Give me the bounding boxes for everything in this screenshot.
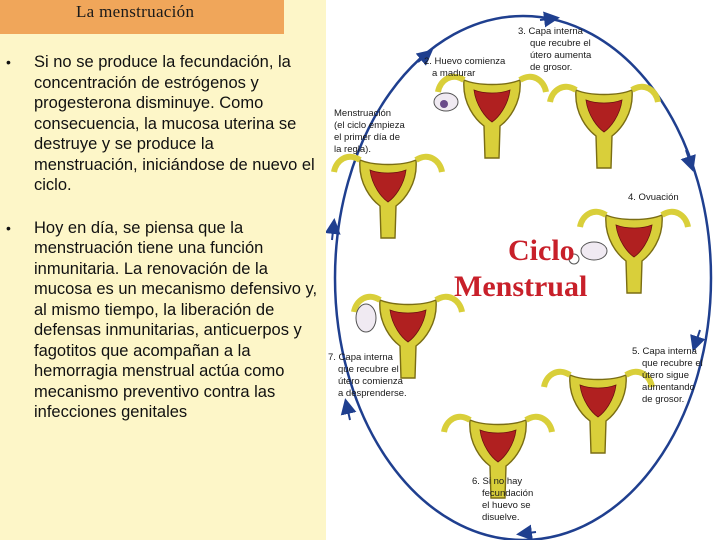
arrow-icon [516,524,537,541]
svg-text:a desprenderse.: a desprenderse. [338,388,407,399]
label-stage-2: 2. Huevo comienza a madurar [424,56,506,79]
arrow-icon [680,149,696,172]
arrow-icon [340,398,357,421]
bullet-dot-icon: • [6,54,11,70]
svg-text:2. Huevo comienza: 2. Huevo comienza [424,56,506,67]
svg-text:disuelve.: disuelve. [482,512,520,523]
uterus-stage-5 [544,372,652,453]
title-bar: La menstruación [0,0,284,34]
svg-text:el huevo se: el huevo se [482,500,531,511]
svg-text:de grosor.: de grosor. [530,62,572,73]
svg-text:la regla).: la regla). [334,144,371,155]
center-title-line-1: Ciclo [508,234,575,267]
svg-text:que recubre el: que recubre el [642,358,703,369]
text-panel: La menstruación • Si no se produce la fe… [0,0,326,540]
svg-text:útero sigue: útero sigue [642,370,689,381]
uterus-stage-7 [354,297,462,378]
svg-text:5. Capa interna: 5. Capa interna [632,346,698,357]
svg-text:a madurar: a madurar [432,68,475,79]
label-stage-1: Menstruación (el ciclo empieza el primer… [334,108,405,155]
bullet-item: • Hoy en día, se piensa que la menstruac… [0,218,326,423]
svg-text:(el ciclo empieza: (el ciclo empieza [334,120,405,131]
label-stage-6: 6. Si no hay fecundación el huevo se dis… [472,476,533,523]
svg-text:7. Capa interna: 7. Capa interna [328,352,394,363]
svg-text:útero aumenta: útero aumenta [530,50,592,61]
bullet-list: • Si no se produce la fecundación, la co… [0,52,326,445]
label-stage-4: 4. Ovuación [628,192,679,203]
arrow-icon [539,11,560,28]
svg-text:el primer día de: el primer día de [334,132,400,143]
slide-title: La menstruación [76,2,195,21]
svg-text:aumentando: aumentando [642,382,695,393]
label-stage-7: 7. Capa interna que recubre el útero com… [328,352,407,399]
svg-text:fecundación: fecundación [482,488,533,499]
center-title-line-2: Menstrual [454,270,587,303]
svg-text:de grosor.: de grosor. [642,394,684,405]
svg-text:6. Si no hay: 6. Si no hay [472,476,522,487]
svg-text:3. Capa interna: 3. Capa interna [518,26,584,37]
uterus-stage-4 [568,212,688,293]
svg-text:útero comienza: útero comienza [338,376,404,387]
arrow-icon [324,218,341,241]
bullet-dot-icon: • [6,219,11,236]
svg-text:que recubre el: que recubre el [338,364,399,375]
svg-text:4. Ovuación: 4. Ovuación [628,192,679,203]
uterus-stage-2 [433,77,546,158]
arrow-icon [415,49,434,66]
svg-text:Menstruación: Menstruación [334,108,391,119]
bullet-text: Si no se produce la fecundación, la conc… [34,53,315,194]
arrow-icon [690,329,706,352]
uterus-stage-1 [334,157,442,238]
label-stage-5: 5. Capa interna que recubre el útero sig… [632,346,703,405]
bullet-item: • Si no se produce la fecundación, la co… [0,52,326,196]
menstrual-cycle-diagram: Ciclo Menstrual Menstruación (el ciclo e… [324,0,720,542]
bullet-text: Hoy en día, se piensa que la menstruació… [34,218,318,422]
uterus-stage-3 [550,87,658,168]
svg-text:que recubre el: que recubre el [530,38,591,49]
label-stage-3: 3. Capa interna que recubre el útero aum… [518,26,592,73]
